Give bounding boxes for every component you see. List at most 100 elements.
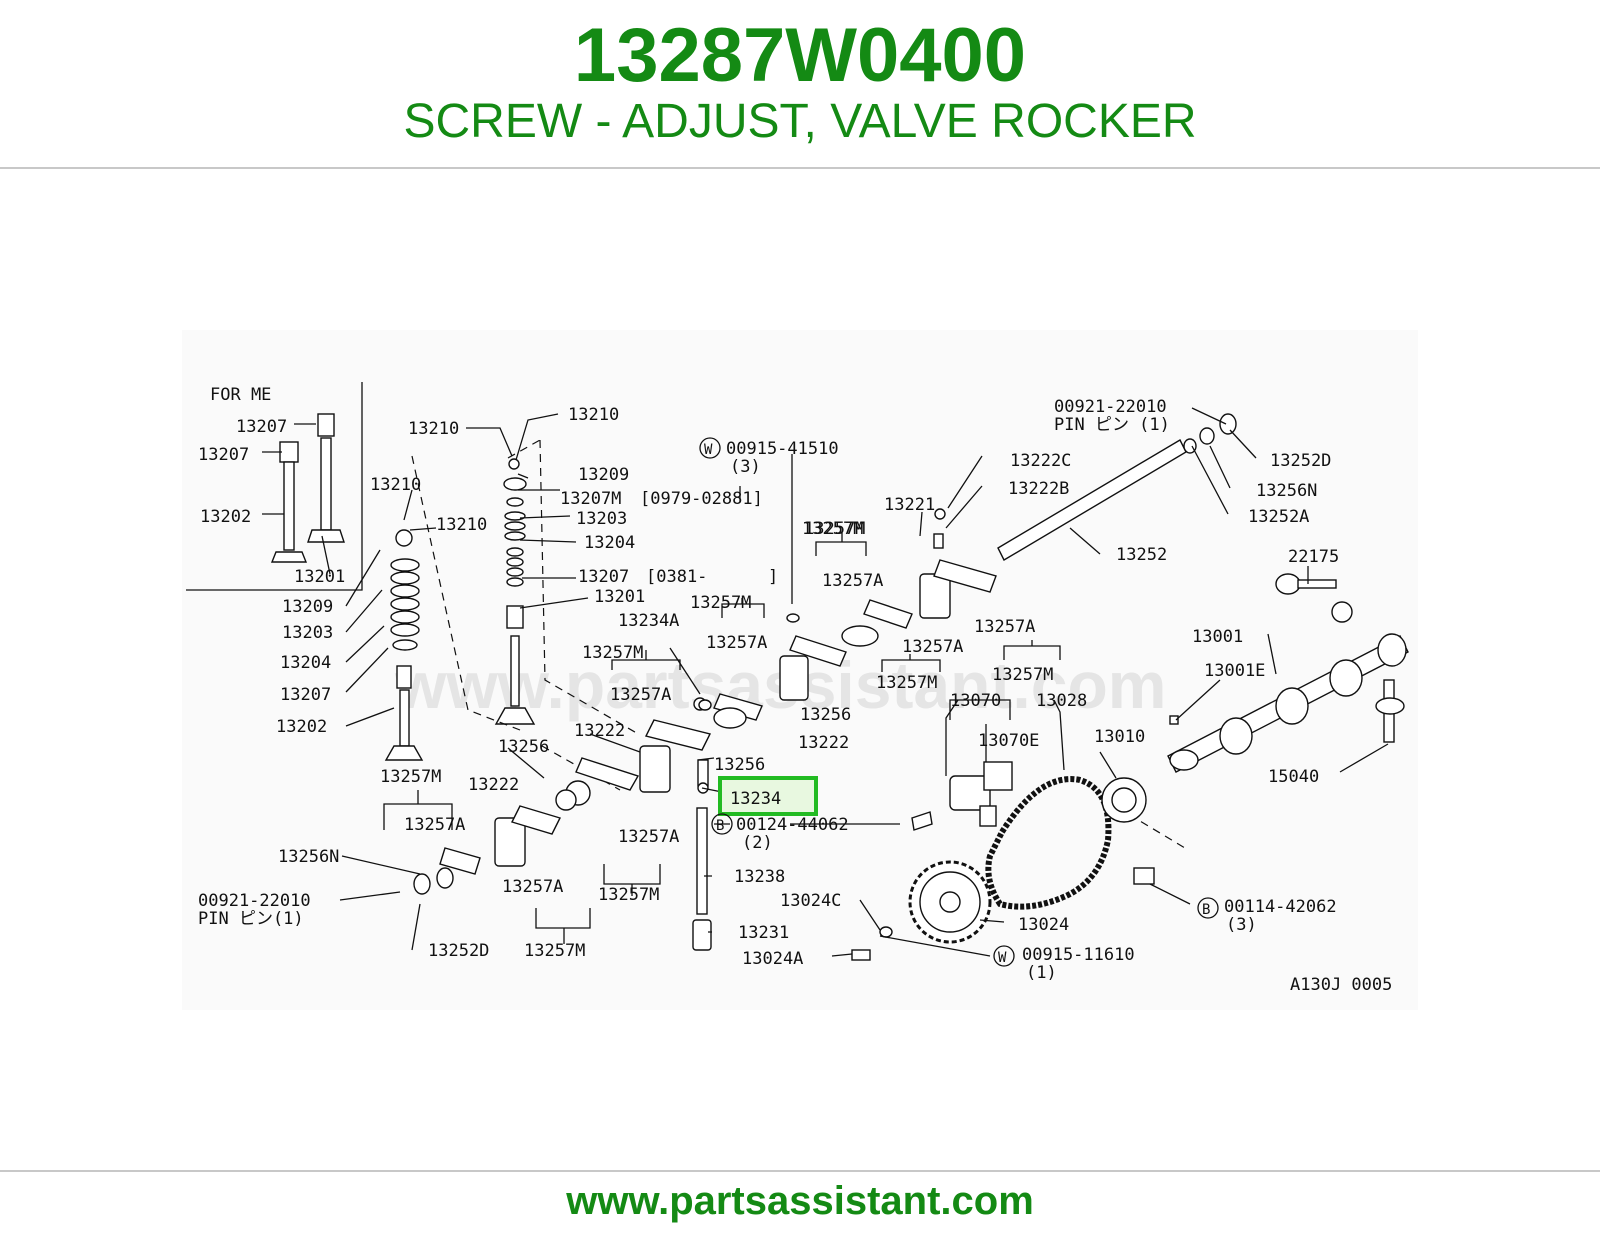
inset-valve-2 xyxy=(307,413,345,543)
rocker-shaft xyxy=(919,413,1237,619)
callout: 13209 xyxy=(578,465,629,485)
callout: 13024C xyxy=(780,891,841,911)
callout: 13234A xyxy=(618,611,679,631)
callout: 13231 xyxy=(738,923,789,943)
callout: 13257M xyxy=(582,643,643,663)
callout: 13204 xyxy=(280,653,331,673)
callout: 00915-11610 xyxy=(1022,945,1135,965)
svg-text:W: W xyxy=(704,442,713,458)
callout: 13257M xyxy=(690,593,751,613)
callout: 13207 xyxy=(236,417,287,437)
callout: 13024A xyxy=(742,949,803,969)
callout: 13257M xyxy=(380,767,441,787)
callout: 13201 xyxy=(594,587,645,607)
callout: 13257A xyxy=(610,685,671,705)
callout: 13001E xyxy=(1204,661,1265,681)
callout: 13202 xyxy=(276,717,327,737)
callout: 13257A xyxy=(618,827,679,847)
fastener-markers: W B W B xyxy=(699,437,1219,967)
callout: 22175 xyxy=(1288,547,1339,567)
part-description: SCREW - ADJUST, VALVE ROCKER xyxy=(403,95,1197,148)
callout: 13222 xyxy=(468,775,519,795)
callout: 13010 xyxy=(1094,727,1145,747)
callout: 13210 xyxy=(436,515,487,535)
callout: 13204 xyxy=(584,533,635,553)
callout: 13028 xyxy=(1036,691,1087,711)
callout: 13257M xyxy=(802,519,863,539)
svg-text:B: B xyxy=(1202,902,1210,918)
callout: 13257M xyxy=(524,941,585,961)
callout: 13203 xyxy=(282,623,333,643)
callout: 00124-44062 xyxy=(736,815,849,835)
callout: 13252D xyxy=(428,941,489,961)
footer-divider xyxy=(0,1170,1600,1172)
callout: 13222 xyxy=(574,721,625,741)
callout: 13256N xyxy=(1256,481,1317,501)
camshaft xyxy=(1167,633,1409,773)
timing-chain xyxy=(985,776,1112,910)
callout: 13203 xyxy=(576,509,627,529)
callout: 13257A xyxy=(974,617,1035,637)
callout: 13256N xyxy=(278,847,339,867)
part-number-heading: 13287W0400 xyxy=(573,13,1027,98)
distributor-gear xyxy=(1275,573,1405,743)
callout: 13257M xyxy=(804,519,865,539)
callout: [0381- xyxy=(646,567,707,587)
callout: 13202 xyxy=(200,507,251,527)
callout: 13210 xyxy=(408,419,459,439)
callout: 13070 xyxy=(950,691,1001,711)
callout: (1) xyxy=(1026,963,1057,983)
callout: 13256 xyxy=(800,705,851,725)
camshaft-plate xyxy=(1101,777,1155,885)
callout: 13256 xyxy=(498,737,549,757)
callout: 13210 xyxy=(568,405,619,425)
callout: 13257A xyxy=(902,637,963,657)
callout: 13070E xyxy=(978,731,1039,751)
callout: PIN ピン (1) xyxy=(1054,415,1170,435)
callout: PIN ピン(1) xyxy=(198,909,304,929)
callout: (3) xyxy=(1226,915,1257,935)
highlighted-callout-13234[interactable]: 13234 xyxy=(730,789,781,809)
svg-text:W: W xyxy=(998,950,1007,966)
callout: 13221 xyxy=(884,495,935,515)
callout: 13209 xyxy=(282,597,333,617)
callout: 15040 xyxy=(1268,767,1319,787)
callout: 13207M xyxy=(560,489,621,509)
callout: 13024 xyxy=(1018,915,1069,935)
cam-sprocket xyxy=(851,860,992,961)
callout: 13257A xyxy=(822,571,883,591)
center-valve-stack xyxy=(494,458,536,725)
rocker-arm-center xyxy=(575,599,913,793)
callout: 13257M xyxy=(992,665,1053,685)
inset-border xyxy=(186,382,363,591)
callout: 00114-42062 xyxy=(1224,897,1337,917)
highlighted-part-box[interactable] xyxy=(718,776,818,816)
inset-valve-1 xyxy=(270,441,308,563)
chain-tensioner xyxy=(911,761,1013,831)
callout: 13210 xyxy=(370,475,421,495)
callout: 00921-22010 xyxy=(198,891,311,911)
callout: 13257A xyxy=(404,815,465,835)
pushrod xyxy=(692,807,712,951)
callout: (2) xyxy=(742,833,773,853)
callout: 13252A xyxy=(1248,507,1309,527)
callout: 13238 xyxy=(734,867,785,887)
callout-labels: 13207 13207 13202 13201 13210 13210 1321… xyxy=(198,397,1339,983)
callout: 13257A xyxy=(706,633,767,653)
callout: ] xyxy=(768,567,778,587)
callout: 13001 xyxy=(1192,627,1243,647)
callout: 13252 xyxy=(1116,545,1167,565)
svg-text:B: B xyxy=(716,818,724,834)
callout: 13207 xyxy=(198,445,249,465)
callout: 13222C xyxy=(1010,451,1071,471)
callout: 13222B xyxy=(1008,479,1069,499)
callout: (3) xyxy=(730,457,761,477)
callout: 13207 xyxy=(280,685,331,705)
footer-url-link[interactable]: www.partsassistant.com xyxy=(566,1179,1034,1223)
diagram-reference-code: A130J 0005 xyxy=(1290,975,1392,995)
callout: 13257A xyxy=(502,877,563,897)
callout: 13256 xyxy=(714,755,765,775)
callout: 00915-41510 xyxy=(726,439,839,459)
header-divider xyxy=(0,167,1600,169)
callout: 13257M xyxy=(598,885,659,905)
